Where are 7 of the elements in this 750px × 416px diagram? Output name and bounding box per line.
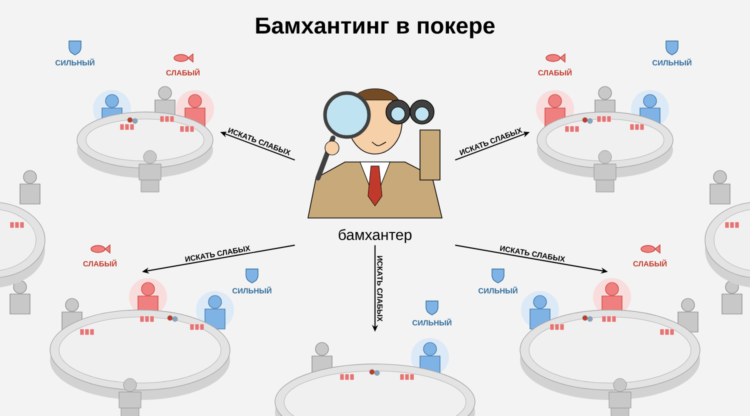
poker-table-drawing bbox=[520, 278, 700, 416]
poker-table-drawing bbox=[50, 278, 234, 416]
node-label: бамхантер bbox=[338, 228, 412, 244]
poker-table-drawing bbox=[76, 86, 214, 192]
title: Бамхантинг в покере bbox=[256, 18, 495, 38]
poker-table-drawing bbox=[274, 338, 476, 416]
poker-table-drawing bbox=[536, 86, 674, 192]
